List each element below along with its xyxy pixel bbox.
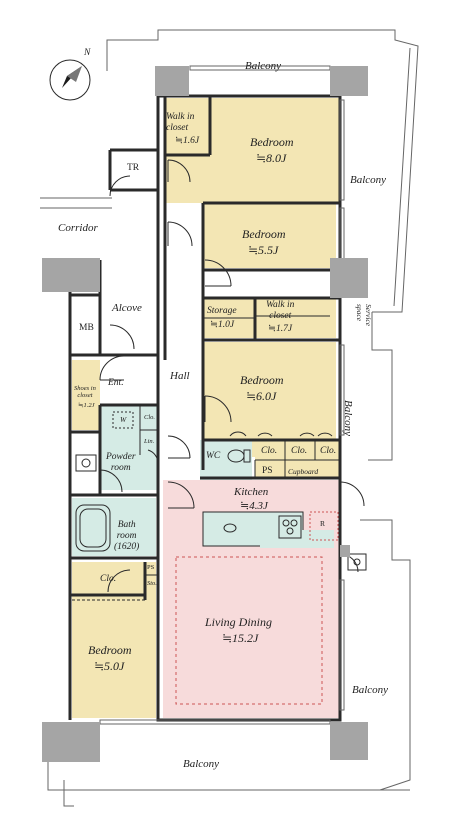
kitchen-name: Kitchen [234, 486, 269, 498]
shoes-closet-name: Shoes in closet [74, 385, 96, 400]
w-label: W [120, 415, 127, 424]
powder-room-label: Powder room [106, 452, 136, 473]
ps-1-label: PS [262, 466, 273, 476]
bedroom-1-name: Bedroom [250, 135, 294, 149]
walk-in-closet-2-size: ≒1.7J [268, 324, 293, 334]
walls [68, 70, 342, 722]
storage-name: Storage [207, 306, 237, 316]
ceiling-outline [175, 556, 323, 705]
bedroom-4-name: Bedroom [88, 643, 132, 657]
living-dining-name: Living Dining [205, 615, 273, 629]
fridge-outline [309, 511, 339, 541]
balcony-outlines [40, 29, 419, 807]
bedroom-4-size: ≒5.0J [94, 659, 125, 673]
fixtures [75, 411, 367, 571]
clo-bed4-label: Clo. [100, 574, 117, 584]
bedroom-3-size: ≒6.0J [246, 389, 277, 403]
service-space-label: Service space [355, 304, 373, 327]
thin-lines [72, 315, 340, 601]
corridor-label: Corridor [58, 222, 98, 234]
bedroom-2-size: ≒5.5J [248, 243, 279, 257]
clo-a-label: Clo. [261, 446, 278, 456]
walk-in-closet-1-name: Walk in closet [166, 112, 195, 133]
storage-size: ≒1.0J [210, 320, 235, 330]
compass-north-label: N [84, 48, 91, 58]
clo-c-label: Clo. [320, 446, 337, 456]
walk-in-closet-2-name: Walk in closet [266, 300, 295, 321]
wc-label: WC [206, 451, 221, 461]
door-swings [99, 159, 365, 593]
entrance-label: Ent. [108, 378, 124, 388]
lin-label: Lin. [144, 438, 155, 445]
sto-label: Sto. [147, 580, 157, 587]
clo-b-label: Clo. [291, 446, 308, 456]
balcony-right-lower-label: Balcony [352, 684, 389, 696]
bedroom-2-name: Bedroom [242, 227, 286, 241]
balcony-right-middle-label: Balcony [342, 400, 354, 437]
balcony-top-label: Balcony [245, 60, 282, 72]
ps-2-label: PS [147, 564, 155, 571]
walk-in-closet-1-size: ≒1.6J [175, 136, 200, 146]
shoes-closet-size: ≒1.2J [78, 402, 95, 409]
balcony-right-upper-label: Balcony [350, 174, 387, 186]
alcove-label: Alcove [112, 302, 142, 314]
compass [49, 59, 91, 101]
bedroom-3-name: Bedroom [240, 373, 284, 387]
columns [42, 66, 368, 762]
tr-label: TR [127, 163, 140, 173]
bedroom-1-size: ≒8.0J [256, 151, 287, 165]
mb-label: MB [79, 323, 94, 333]
kitchen-size: ≒4.3J [240, 500, 268, 512]
cupboard-label: Cupboard [288, 467, 319, 476]
refrigerator-label: R [320, 519, 326, 528]
room-fills [72, 98, 340, 718]
clo-small-label: Clo. [144, 414, 156, 421]
living-dining-size: ≒15.2J [222, 631, 259, 645]
hall-label: Hall [170, 370, 190, 382]
balcony-bottom-label: Balcony [183, 758, 220, 770]
bath-room-label: Bath room (1620) [114, 520, 140, 552]
